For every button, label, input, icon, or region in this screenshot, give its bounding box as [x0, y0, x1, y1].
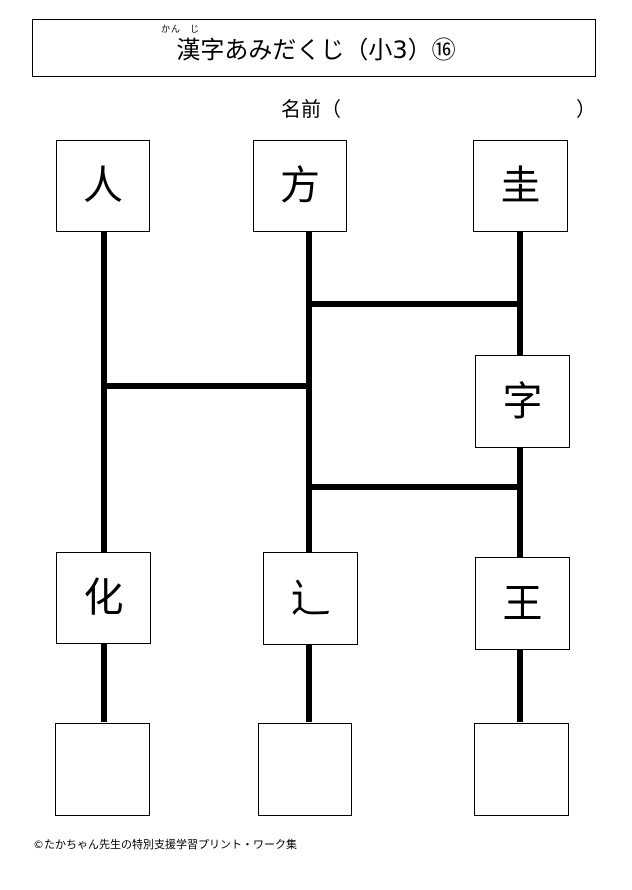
- middle-right-glyph: 字: [502, 378, 543, 425]
- part-glyph-1: 化: [83, 575, 124, 621]
- part-box-3: 王: [475, 557, 570, 650]
- name-label: 名前（: [281, 97, 341, 121]
- copyright-footer: ©たかちゃん先生の特別支援学習プリント・ワーク集: [33, 838, 297, 851]
- top-glyph-1: 人: [83, 163, 123, 209]
- ruby-kan: かん: [160, 25, 181, 35]
- title-box: [32, 19, 596, 77]
- rung-middle-right-upper: [306, 301, 523, 307]
- ladder-line-right: [517, 230, 523, 722]
- top-box-3: 圭: [473, 140, 568, 232]
- part-glyph-3: 王: [502, 580, 543, 627]
- answer-box-3[interactable]: [474, 723, 569, 816]
- part-glyph-2: 辶: [290, 575, 331, 622]
- top-box-1: 人: [56, 140, 150, 232]
- part-box-2: 辶: [263, 552, 358, 645]
- ladder-line-middle: [306, 230, 312, 722]
- answer-box-1[interactable]: [55, 723, 150, 816]
- name-close-paren: ）: [576, 97, 596, 121]
- name-field[interactable]: 名前（ ）: [281, 93, 596, 122]
- middle-right-box: 字: [475, 355, 570, 448]
- top-glyph-3: 圭: [500, 163, 541, 209]
- ladder-line-left: [101, 230, 107, 722]
- ruby-ji: じ: [189, 25, 200, 35]
- page-title: 漢字あみだくじ（小3）⑯: [176, 36, 456, 64]
- title-ruby: かんじ: [159, 22, 207, 35]
- part-box-1: 化: [56, 552, 151, 644]
- rung-left-middle: [101, 383, 312, 389]
- rung-middle-right-lower: [306, 484, 523, 490]
- top-box-2: 方: [253, 140, 347, 232]
- top-glyph-2: 方: [280, 163, 320, 209]
- answer-box-2[interactable]: [258, 723, 352, 816]
